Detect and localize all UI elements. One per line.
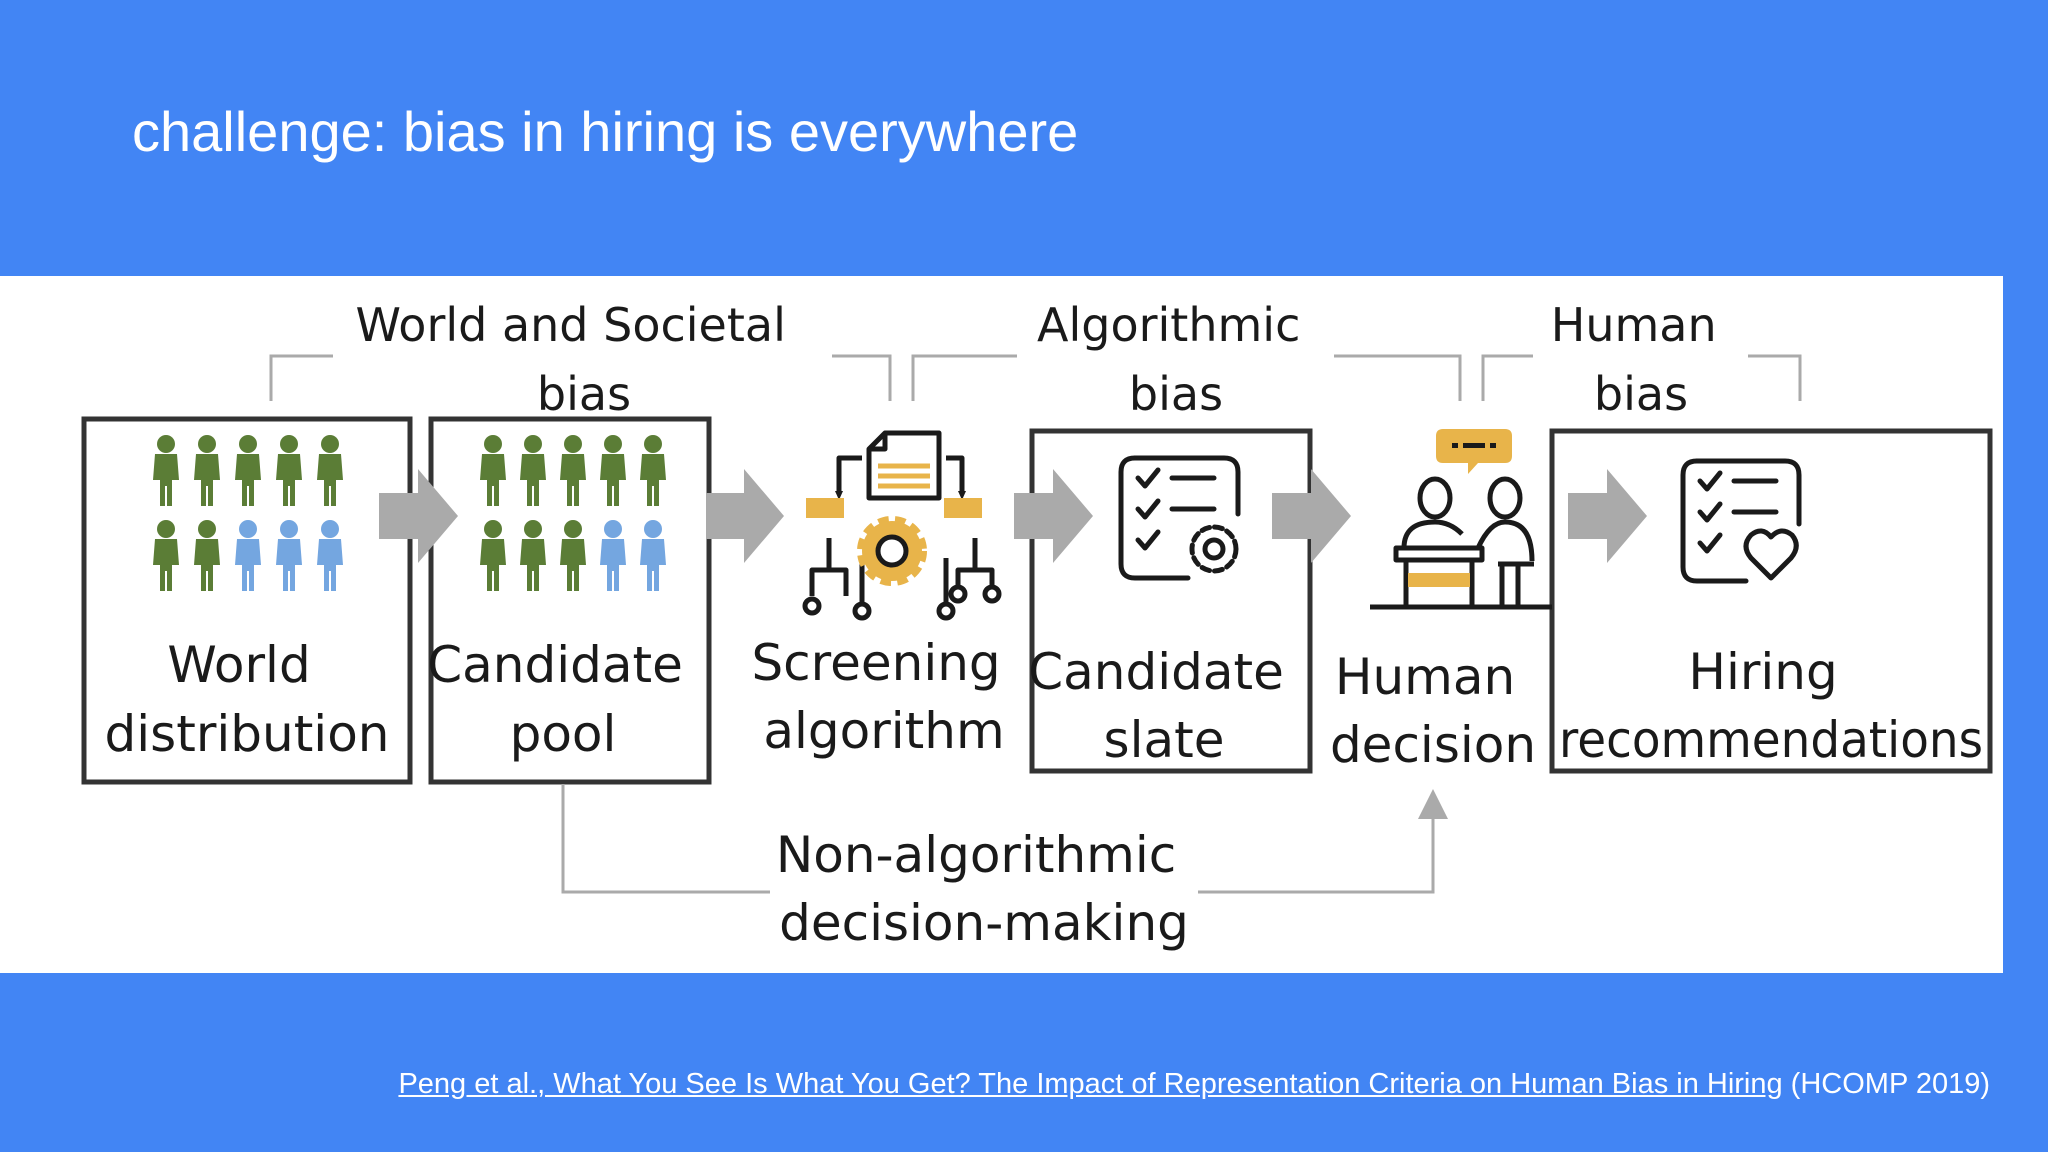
bias-pipeline-figure: World and Societal bias Algorithmic bias… [0, 276, 2003, 973]
stage-label-line: Hiring [1688, 643, 1837, 701]
stage-label-line: slate [1104, 711, 1225, 769]
flow-arrow [1568, 469, 1647, 563]
screening-algorithm-icon [802, 430, 1002, 621]
interview-desk-icon [1370, 429, 1552, 610]
slide-title: challenge: bias in hiring is everywhere [132, 100, 1079, 163]
stage-label-line: Candidate [427, 636, 683, 694]
bracket-label-world-societal: World and Societal bias [356, 298, 801, 421]
bypass-label: Non-algorithmic decision-making [776, 826, 1192, 952]
bracket-label-line: bias [537, 367, 631, 421]
stage-label-hiring-recommendations: Hiring recommendations [1559, 643, 1983, 769]
checklist-heart-icon [1680, 458, 1802, 584]
bypass-label-line: decision-making [779, 894, 1189, 952]
stage-label-line: Human [1335, 648, 1515, 706]
stage-label-line: Candidate [1028, 643, 1284, 701]
bracket-label-line: bias [1129, 367, 1223, 421]
stage-label-line: pool [510, 705, 617, 763]
citation-link[interactable]: Peng et al., What You See Is What You Ge… [398, 1068, 1783, 1100]
stage-label-candidate-slate: Candidate slate [1028, 643, 1300, 769]
flow-arrow [1014, 469, 1093, 563]
bracket-lines [269, 354, 1802, 401]
citation-venue: (HCOMP 2019) [1782, 1068, 1990, 1100]
bracket-label-line: World and Societal [356, 298, 786, 352]
flow-arrow [379, 469, 458, 563]
citation: Peng et al., What You See Is What You Ge… [398, 1066, 1990, 1102]
stage-label-line: recommendations [1559, 711, 1983, 769]
bracket-label-line: Human [1551, 298, 1717, 352]
stage-label-candidate-pool: Candidate pool [427, 636, 699, 763]
bracket-label-line: Algorithmic [1037, 298, 1300, 352]
flow-arrow [1272, 469, 1351, 563]
stage-label-line: decision [1330, 716, 1536, 774]
stage-label-world-distribution: World distribution [105, 636, 390, 763]
stage-label-line: World [167, 636, 310, 694]
bypass-connector [561, 784, 1448, 894]
stage-label-human-decision: Human decision [1330, 648, 1536, 774]
bracket-label-line: bias [1594, 367, 1688, 421]
stage-label-screening-algorithm: Screening algorithm [751, 634, 1016, 760]
stage-label-line: distribution [105, 705, 390, 763]
stage-label-line: algorithm [763, 702, 1004, 760]
bracket-label-algorithmic: Algorithmic bias [1037, 298, 1315, 421]
bypass-label-line: Non-algorithmic [776, 826, 1176, 884]
stage-label-line: Screening [751, 634, 1000, 692]
bracket-label-human: Human bias [1551, 298, 1732, 421]
stage-box-candidate-slate [1029, 428, 1313, 774]
checklist-gear-icon [1118, 455, 1241, 581]
stage-box-hiring-recommendations [1549, 428, 1993, 774]
flow-arrow [706, 469, 784, 563]
